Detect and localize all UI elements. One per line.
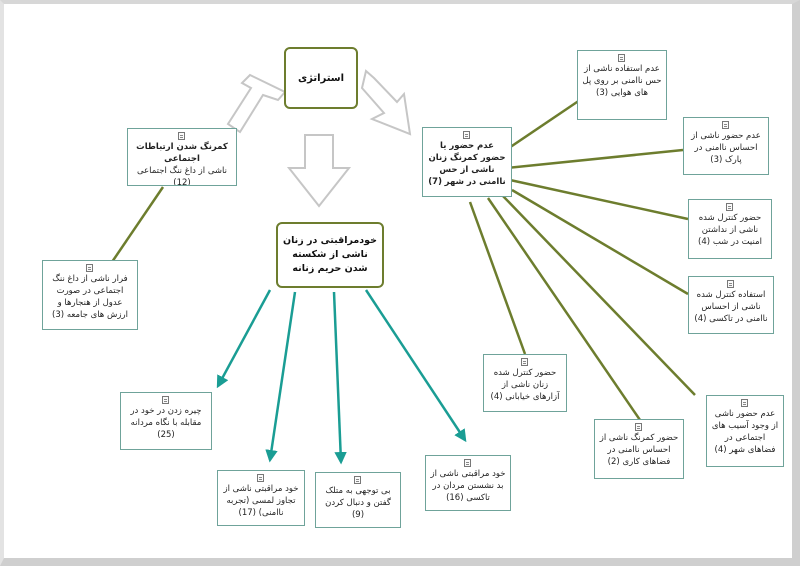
note-icon	[722, 121, 729, 129]
note-icon	[162, 396, 169, 404]
big-arrow-left	[226, 73, 287, 134]
note-icon	[464, 459, 471, 467]
node-workspaces: حضور کمرنگ ناشی از احساس ناامنی در فضاها…	[594, 419, 684, 479]
note-icon	[727, 280, 734, 288]
central-node-text: خودمراقبتی در زنان ناشی از شکسته شدن حری…	[283, 235, 377, 274]
node-text: حضور کنترل شده ناشی از نداشتن امنیت در ش…	[698, 213, 762, 247]
link-r6	[486, 197, 642, 421]
node-social-harms: عدم حضور ناشی از وجود آسیب های اجتماعی د…	[706, 395, 784, 467]
link-left	[110, 186, 165, 263]
arrow-b3	[332, 291, 347, 465]
node-text: عدم حضور ناشی از احساس ناامنی در پارک	[691, 131, 761, 165]
node-text: خود مراقبتی ناشی از تجاوز لمسی (تجربه نا…	[223, 484, 299, 518]
arrow-b1	[216, 289, 272, 389]
link-r1	[502, 98, 581, 154]
node-touch-assault: خود مراقبتی ناشی از تجاوز لمسی (تجربه نا…	[217, 470, 305, 526]
note-icon	[257, 474, 264, 482]
link-r2	[506, 148, 684, 170]
node-text: حضور کمرنگ ناشی از احساس ناامنی در فضاها…	[599, 433, 679, 467]
node-count: (4)	[698, 237, 711, 247]
note-icon	[86, 264, 93, 272]
central-node: خودمراقبتی در زنان ناشی از شکسته شدن حری…	[276, 222, 384, 288]
node-title: عدم حضور یا حضور کمرنگ زنان ناشی از حس ن…	[428, 141, 506, 187]
node-street-harassment: حضور کنترل شده زنان ناشی از آزارهای خیاب…	[483, 354, 567, 412]
node-text: عدم استفاده ناشی از حس ناامنی بر روی پل …	[582, 64, 662, 98]
node-text: بی توجهی به متلک گفتن و دنبال کردن	[325, 486, 391, 508]
node-text: خود مراقبتی ناشی از بد نشستن مردان در تا…	[430, 469, 506, 503]
node-text: حضور کنترل شده زنان ناشی از آزارهای خیاب…	[493, 368, 560, 402]
link-r5	[468, 201, 527, 355]
note-icon	[178, 132, 185, 140]
node-male-gaze: چیره زدن در خود در مقابله با نگاه مردانه…	[120, 392, 212, 450]
node-text: فرار ناشی از داغ ننگ اجتماعی در صورت عدو…	[52, 274, 128, 320]
node-count: (16)	[446, 493, 464, 503]
node-count: (4)	[714, 445, 727, 455]
node-count: (12)	[173, 178, 191, 186]
node-count: (4)	[490, 392, 503, 402]
link-r7	[501, 194, 696, 396]
node-title: کمرنگ شدن ارتباطات اجتماعی	[136, 142, 228, 164]
node-count: (9)	[351, 510, 365, 520]
node-count: (25)	[157, 430, 175, 440]
node-count: (3)	[596, 88, 609, 98]
node-catcalling: بی توجهی به متلک گفتن و دنبال کردن (9)	[315, 472, 401, 528]
node-count: (17)	[238, 508, 256, 518]
strategy-title-node: استراتژی	[284, 47, 358, 109]
link-r3	[509, 178, 689, 221]
node-count: (7)	[428, 177, 442, 187]
node-presence-insecurity: عدم حضور یا حضور کمرنگ زنان ناشی از حس ن…	[422, 127, 512, 197]
node-escape-stigma: فرار ناشی از داغ ننگ اجتماعی در صورت عدو…	[42, 260, 138, 330]
big-arrow-down	[286, 134, 352, 208]
note-icon	[521, 358, 528, 366]
node-text: عدم حضور ناشی از وجود آسیب های اجتماعی د…	[711, 409, 779, 455]
big-arrow-right	[360, 69, 412, 136]
node-count: (2)	[607, 457, 620, 467]
node-night: حضور کنترل شده ناشی از نداشتن امنیت در ش…	[688, 199, 772, 259]
note-icon	[463, 131, 470, 139]
node-text: چیره زدن در خود در مقابله با نگاه مردانه	[130, 406, 202, 428]
note-icon	[618, 54, 625, 62]
node-text: استفاده کنترل شده ناشی از احساس ناامنی د…	[696, 290, 768, 324]
note-icon	[726, 203, 733, 211]
node-park: عدم حضور ناشی از احساس ناامنی در پارک (3…	[683, 117, 769, 175]
node-bridges: عدم استفاده ناشی از حس ناامنی بر روی پل …	[577, 50, 667, 120]
node-sub: ناشی از داغ ننگ اجتماعی	[136, 166, 228, 176]
node-count: (3)	[52, 310, 65, 320]
note-icon	[741, 399, 748, 407]
strategy-title-text: استراتژی	[297, 72, 345, 84]
arrow-b4	[364, 289, 467, 443]
node-social-relations: کمرنگ شدن ارتباطات اجتماعی ناشی از داغ ن…	[127, 128, 237, 186]
node-count: (3)	[710, 155, 723, 165]
link-r4	[511, 188, 689, 296]
node-taxi-seating: خود مراقبتی ناشی از بد نشستن مردان در تا…	[425, 455, 511, 511]
note-icon	[354, 476, 361, 484]
node-taxi: استفاده کنترل شده ناشی از احساس ناامنی د…	[688, 276, 774, 334]
note-icon	[635, 423, 642, 431]
arrow-b2	[265, 291, 297, 463]
node-count: (4)	[694, 314, 707, 324]
